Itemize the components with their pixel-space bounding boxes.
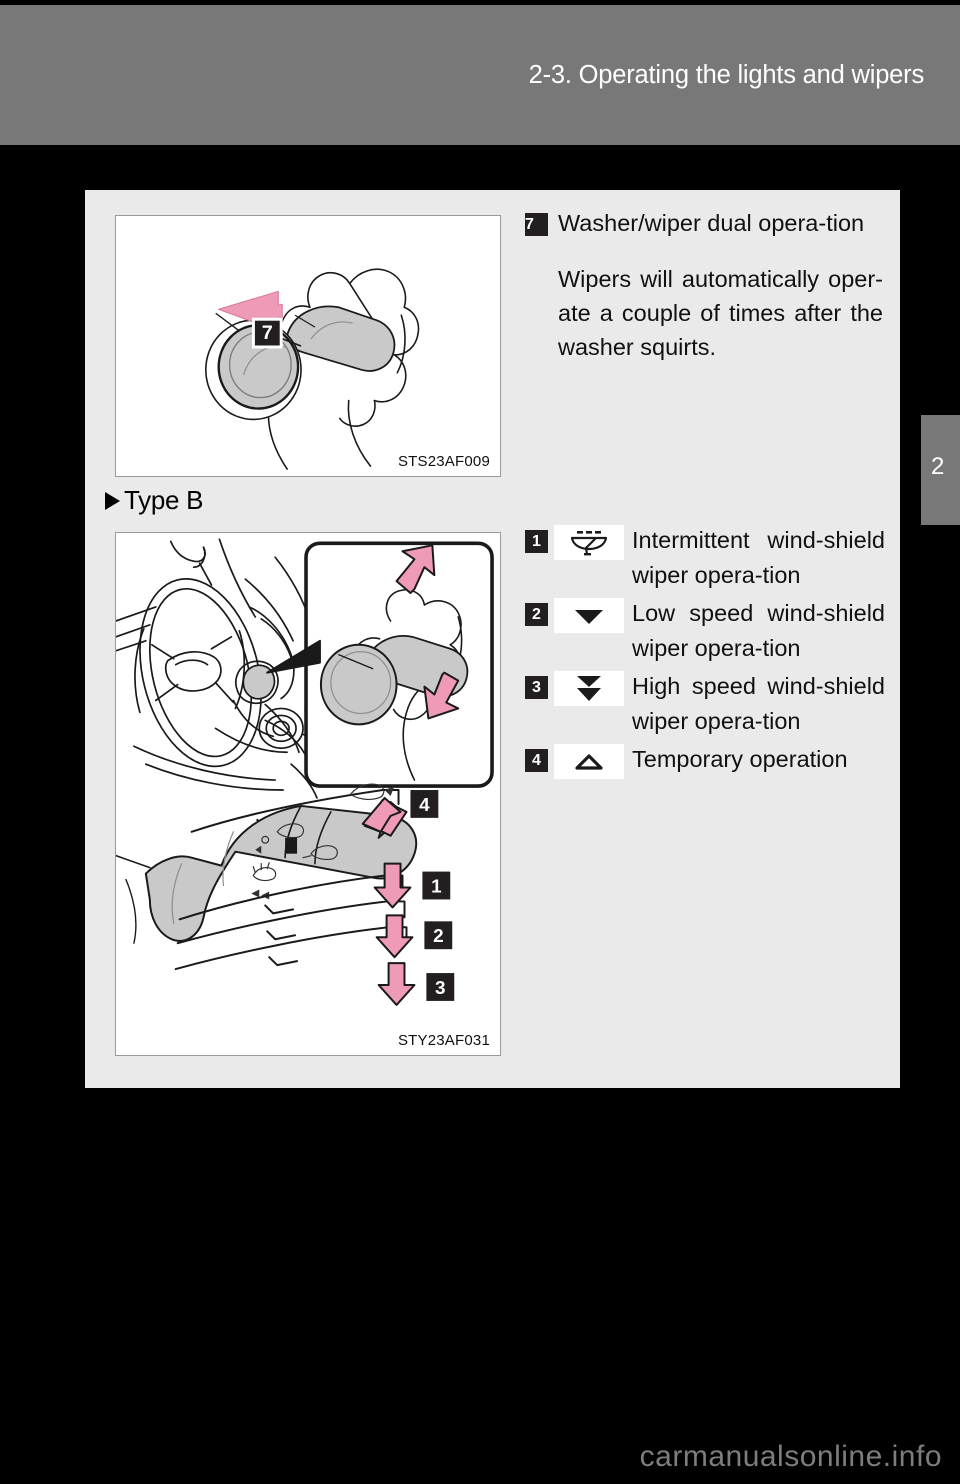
- badge-3: 3: [525, 676, 548, 699]
- list-item-label: High speed wind-shield wiper opera-tion: [632, 673, 885, 734]
- double-down-triangle-icon: [554, 671, 624, 706]
- content-panel: 7 STS23AF009 Type B: [85, 190, 900, 1088]
- site-watermark: carmanualsonline.info: [639, 1440, 942, 1473]
- pink-arrow-up-position-4: [361, 796, 408, 839]
- pink-arrow-down-inset: [423, 671, 460, 720]
- svg-text:1: 1: [431, 876, 442, 897]
- list-item: 1 Intermittent wind-shield wiper opera-t…: [525, 523, 885, 593]
- figure-callout-1: 1: [422, 871, 451, 900]
- triangle-bullet-icon: [105, 491, 120, 510]
- pink-arrow-up-inset: [395, 544, 436, 595]
- svg-text:2: 2: [433, 926, 444, 947]
- type-b-label: Type B: [124, 485, 204, 515]
- figure-callout-4: 4: [410, 790, 439, 818]
- badge-1: 1: [525, 530, 548, 553]
- washer-wiper-title: Washer/wiper dual opera-tion: [558, 210, 865, 236]
- figure-callout-2: 2: [424, 921, 453, 950]
- intermittent-wiper-icon: [554, 525, 624, 560]
- single-down-triangle-icon: [554, 598, 624, 633]
- badge-7: 7: [525, 213, 548, 236]
- pink-arrow-down-position-2: [375, 914, 414, 959]
- figure-1-caption: STS23AF009: [397, 453, 490, 470]
- list-item-label: Intermittent wind-shield wiper opera-tio…: [632, 527, 885, 588]
- svg-text:3: 3: [435, 978, 446, 999]
- figure-type-b-wiper-stalk: 4 1 2 3 STY23AF031: [115, 532, 501, 1056]
- list-item: 2 Low speed wind-shield wiper opera-tion: [525, 596, 885, 666]
- outline-up-triangle-icon: [554, 744, 624, 779]
- figure-washer-wiper-dual-operation: 7 STS23AF009: [115, 215, 501, 477]
- badge-4: 4: [525, 749, 548, 772]
- list-item-label: Temporary operation: [632, 746, 848, 772]
- pink-arrow-down-position-3: [377, 962, 416, 1006]
- page-title: 2-3. Operating the lights and wipers: [528, 61, 925, 89]
- page-header: 2-3. Operating the lights and wipers: [0, 5, 960, 145]
- figure-callout-3: 3: [426, 973, 455, 1001]
- badge-2: 2: [525, 603, 548, 626]
- washer-wiper-title-row: 7 Washer/wiper dual opera-tion: [525, 206, 883, 240]
- svg-text:7: 7: [262, 322, 273, 344]
- list-item: 4 Temporary operation: [525, 742, 885, 779]
- svg-text:4: 4: [419, 795, 430, 816]
- washer-wiper-body: Wipers will automatically oper-ate a cou…: [558, 266, 883, 360]
- list-item: 3 High speed wind-shield wiper opera-tio…: [525, 669, 885, 739]
- figure-2-caption: STY23AF031: [397, 1032, 490, 1049]
- washer-wiper-text-block: 7 Washer/wiper dual opera-tion Wipers wil…: [525, 206, 883, 364]
- chapter-tab[interactable]: 2: [921, 415, 960, 525]
- type-b-heading: Type B: [105, 485, 203, 516]
- wiper-position-list: 1 Intermittent wind-shield wiper opera-t…: [525, 523, 885, 782]
- list-item-label: Low speed wind-shield wiper opera-tion: [632, 600, 885, 661]
- chapter-tab-number: 2: [931, 453, 945, 480]
- figure-callout-7: 7: [251, 317, 283, 349]
- pink-arrow-down-position-1: [373, 862, 412, 909]
